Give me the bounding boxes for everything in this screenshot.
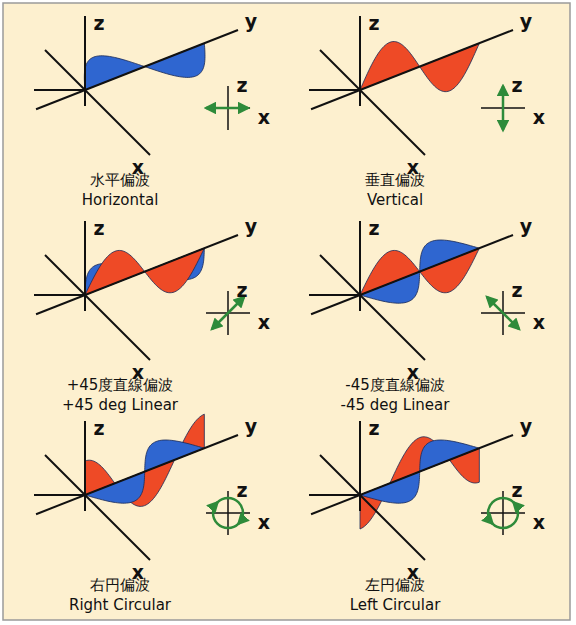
axis-line <box>309 89 360 91</box>
caption-text: 右円偏波 <box>90 577 150 594</box>
polarization-arrow <box>487 297 519 329</box>
axis-line <box>311 30 513 109</box>
rotation-arrow <box>238 516 242 524</box>
axis-label: z <box>93 418 104 440</box>
caption-text: Right Circular <box>69 597 171 614</box>
caption-text: -45 deg Linear <box>341 397 450 414</box>
polarization-panel <box>34 221 250 360</box>
axis-line <box>45 455 150 560</box>
axis-label: x <box>258 312 270 334</box>
polarization-arrow <box>502 86 505 130</box>
axis-line <box>359 421 361 511</box>
axis-label: y <box>520 11 532 33</box>
axis-line <box>34 89 85 91</box>
axis-line <box>45 255 150 360</box>
caption-text: 水平偏波 <box>90 172 150 189</box>
axis-label: z <box>368 13 379 35</box>
caption-text: 左円偏波 <box>365 577 425 594</box>
axis-label: z <box>511 280 522 302</box>
axis-label: x <box>533 312 545 334</box>
caption-text: Left Circular <box>350 597 441 614</box>
axis-line <box>359 221 361 311</box>
axis-line <box>34 294 85 296</box>
axis-line <box>36 235 238 314</box>
rotation-arrow <box>488 516 492 524</box>
axis-line <box>84 221 86 311</box>
rotation-circle <box>488 498 518 528</box>
axis-line <box>320 50 425 155</box>
caption-text: 垂直偏波 <box>365 172 425 189</box>
axis-label: z <box>93 13 104 35</box>
axis-line <box>45 50 150 155</box>
axis-line <box>311 435 513 514</box>
wave-lobe <box>85 414 204 506</box>
axis-label: z <box>368 218 379 240</box>
caption-text: +45 deg Linear <box>62 397 178 414</box>
polarization-panel <box>309 221 525 360</box>
axis-line <box>36 435 238 514</box>
axis-label: x <box>258 107 270 129</box>
polarization-panel <box>309 421 525 560</box>
caption-text: Horizontal <box>82 192 159 209</box>
icon-axis <box>502 86 504 130</box>
rotation-circle <box>213 498 243 528</box>
axis-line <box>34 494 85 496</box>
axis-label: z <box>368 418 379 440</box>
axis-label: z <box>511 75 522 97</box>
axis-label: z <box>236 480 247 502</box>
axis-label: y <box>520 416 532 438</box>
axis-label: y <box>245 416 257 438</box>
axis-label: z <box>236 75 247 97</box>
polarization-panel <box>309 16 525 155</box>
background-panel <box>3 3 570 620</box>
axis-line <box>309 294 360 296</box>
axis-line <box>311 235 513 314</box>
rotation-arrow <box>213 502 217 510</box>
axis-line <box>36 30 238 109</box>
icon-axis <box>206 107 250 109</box>
axis-line <box>320 455 425 560</box>
axis-label: z <box>93 218 104 240</box>
polarization-arrow <box>212 297 244 329</box>
axis-label: x <box>533 512 545 534</box>
caption-text: -45度直線偏波 <box>345 377 445 394</box>
rotation-arrow <box>513 502 517 510</box>
axis-label: y <box>520 216 532 238</box>
axis-label: z <box>236 280 247 302</box>
axis-label: y <box>245 216 257 238</box>
polarization-arrow <box>206 107 248 110</box>
caption-text: +45度直線偏波 <box>67 377 174 394</box>
axis-label: y <box>245 11 257 33</box>
axis-line <box>359 16 361 106</box>
axis-label: x <box>533 107 545 129</box>
polarization-panel <box>34 16 250 155</box>
axis-line <box>309 494 360 496</box>
caption-text: Vertical <box>367 192 423 209</box>
wave-lobe <box>360 437 479 529</box>
axis-line <box>84 421 86 511</box>
polarization-panel <box>34 414 250 560</box>
axis-label: x <box>258 512 270 534</box>
axis-line <box>320 255 425 360</box>
axis-label: z <box>511 480 522 502</box>
axis-line <box>84 16 86 106</box>
